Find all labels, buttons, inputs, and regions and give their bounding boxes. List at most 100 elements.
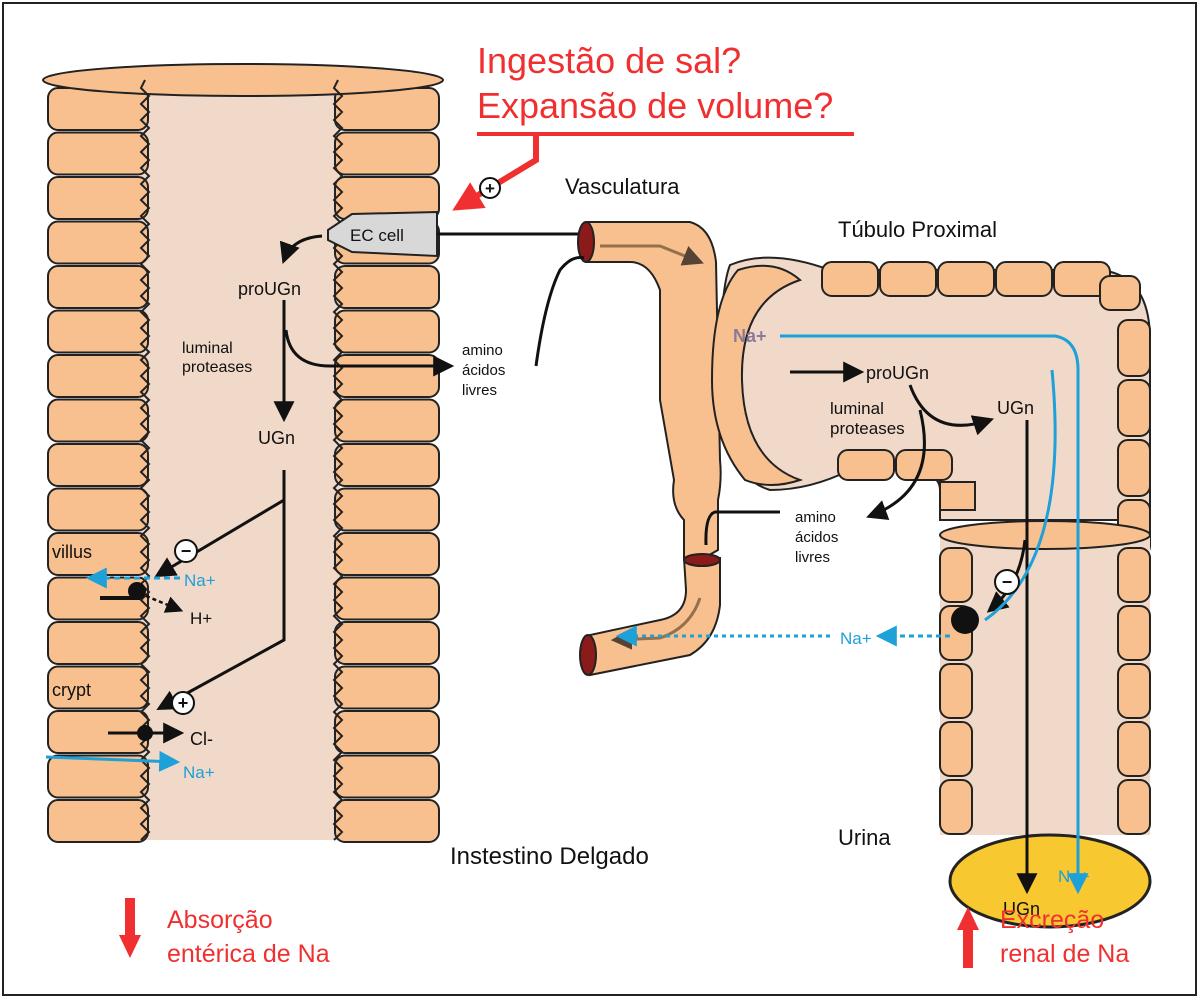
kidney-na-mid: Na+ — [840, 629, 872, 648]
villus-h: H+ — [190, 609, 212, 628]
kidney-na-top: Na+ — [733, 326, 767, 346]
epithelial-cell — [334, 665, 440, 710]
up-arrow-icon — [957, 907, 979, 930]
intestino-label: Instestino Delgado — [450, 843, 649, 870]
epithelial-cell — [334, 443, 440, 487]
epithelial-cell — [47, 354, 149, 398]
amino-acids-2: amino ácidos livres — [795, 509, 838, 566]
epithelial-cell — [47, 443, 149, 487]
amino-acids-1: amino ácidos livres — [462, 342, 505, 399]
tubule-cell — [937, 261, 995, 297]
footer-left: Absorção entérica de Na — [119, 898, 330, 968]
epithelial-cell — [334, 532, 440, 576]
duct-cell — [1117, 721, 1151, 777]
epithelial-cell — [47, 621, 149, 665]
duct-cell — [939, 547, 973, 603]
intestine-arrows — [100, 234, 455, 744]
svg-text:livres: livres — [462, 382, 497, 399]
epithelial-cell — [47, 131, 149, 176]
epithelial-cell — [47, 176, 149, 220]
svg-text:−: − — [181, 541, 192, 561]
intestine-right-cells — [334, 87, 440, 843]
villus-label: villus — [52, 542, 92, 562]
kidney-prougn: proUGn — [866, 363, 929, 383]
intestine-left-cells — [47, 87, 149, 843]
epithelial-cell — [334, 309, 440, 354]
crypt-cl: Cl- — [190, 729, 213, 749]
tubule-top-cells — [821, 261, 1141, 311]
duct-cell — [1117, 779, 1151, 835]
epithelial-cell — [47, 309, 149, 354]
epithelial-cell — [334, 621, 440, 665]
epithelial-cell — [334, 710, 440, 754]
kidney-labels: Na+ proUGn luminal proteases UGn Na+ — [733, 326, 1034, 648]
intestine-luminal: luminal — [182, 340, 233, 357]
tubule-cell — [1117, 319, 1151, 377]
epithelial-cell — [47, 265, 149, 309]
collecting-duct — [939, 520, 1151, 835]
epithelial-cell — [334, 754, 440, 799]
intestine-proteases: proteases — [182, 359, 252, 376]
footer-left-2: entérica de Na — [167, 940, 330, 968]
crypt-stimulator: + — [171, 691, 195, 715]
villus-transporter — [128, 582, 146, 600]
crypt-transporter — [137, 725, 153, 741]
kidney-na-arrows — [615, 334, 1089, 895]
tubule-cell — [879, 261, 937, 297]
footer-left-1: Absorção — [167, 906, 273, 934]
intestine-tube — [42, 63, 444, 843]
header-plus-circle — [479, 177, 501, 199]
intestine-h-arrow — [145, 594, 184, 613]
intestine-labels: proUGn luminal proteases UGn villus cryp… — [52, 279, 301, 782]
villus-inhibitor: − — [174, 539, 198, 563]
tubule-cell — [995, 261, 1053, 297]
urine-na: Na+ — [1058, 867, 1090, 886]
tubule-cell — [1099, 275, 1141, 311]
duct-cell — [1117, 547, 1151, 603]
kidney-ugn: UGn — [997, 398, 1034, 418]
svg-text:ácidos: ácidos — [462, 362, 505, 379]
duct-cell — [1117, 605, 1151, 661]
intestine-top-cap — [42, 63, 444, 97]
epithelial-cell — [334, 799, 440, 843]
duct-cell — [939, 721, 973, 777]
bowman-capsule — [710, 264, 804, 486]
epithelial-cell — [47, 754, 149, 799]
svg-text:amino: amino — [795, 509, 836, 526]
epithelial-cell — [334, 265, 440, 309]
intestine-border-left — [139, 79, 151, 841]
proximal-tubule: Túbulo Proximal — [710, 217, 1151, 557]
kidney-proteases: proteases — [830, 419, 905, 438]
intestine-prougn: proUGn — [238, 279, 301, 299]
epithelial-cell — [47, 799, 149, 843]
epithelial-cell — [334, 576, 440, 621]
epithelial-cell — [47, 487, 149, 532]
duct-inhibitor: − — [994, 569, 1020, 595]
intestine-lumen — [140, 80, 340, 840]
kidney-arrows — [534, 256, 1038, 895]
intestine-na-arrows — [45, 567, 181, 772]
svg-text:livres: livres — [795, 549, 830, 566]
svg-text:−: − — [1002, 572, 1013, 592]
header-plus: + — [485, 179, 495, 198]
footer-right: Excreção renal de Na — [957, 906, 1129, 968]
epithelial-cell — [47, 398, 149, 443]
tubule-cell — [1117, 379, 1151, 437]
duct-cell — [1117, 663, 1151, 719]
header: Ingestão de sal? Expansão de volume? + — [452, 40, 854, 211]
svg-text:+: + — [178, 693, 189, 713]
down-arrow-icon — [119, 935, 141, 958]
footer-right-1: Excreção — [1000, 906, 1104, 934]
svg-text:ácidos: ácidos — [795, 529, 838, 546]
urine-pool: Urina UGn Na+ — [838, 825, 1152, 929]
intestine-ugn: UGn — [258, 428, 295, 448]
urine-ugn: UGn — [1003, 899, 1040, 919]
duct-cell — [939, 663, 973, 719]
tubule-cell — [1117, 439, 1151, 497]
bottom-na: Na+ — [183, 763, 215, 782]
header-line2: Expansão de volume? — [477, 85, 833, 126]
epithelial-cell — [334, 354, 440, 398]
tubulo-label: Túbulo Proximal — [838, 217, 997, 242]
